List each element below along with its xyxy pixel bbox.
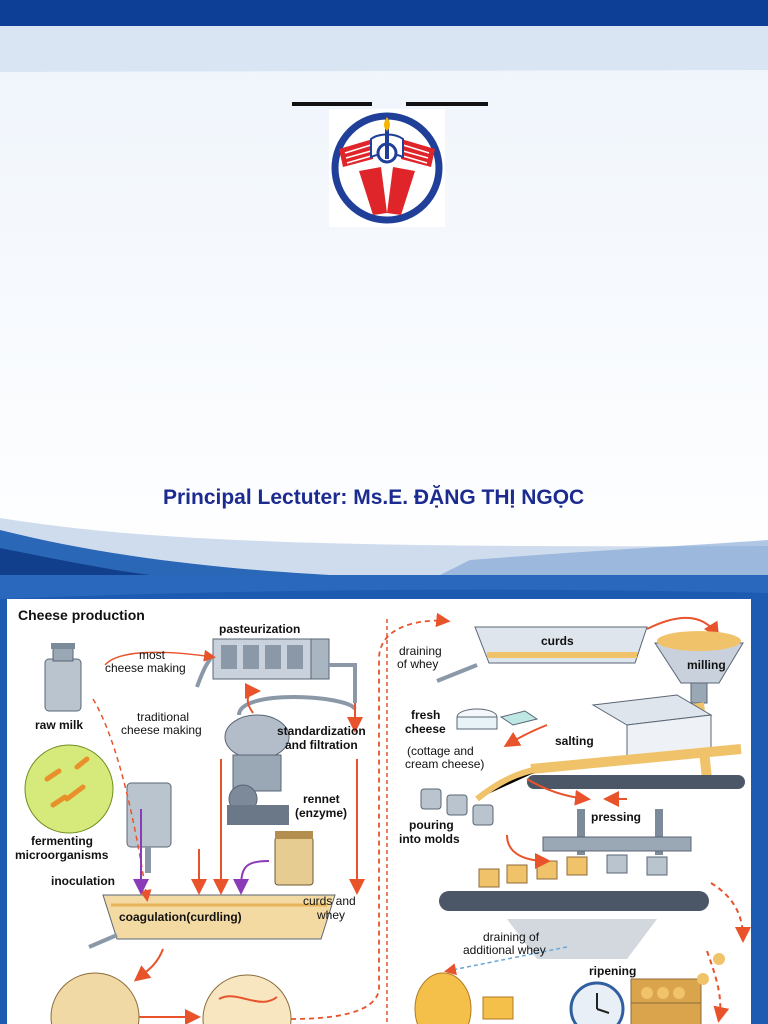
label-cottage-2: cream cheese) [405, 757, 485, 771]
label-rennet-1: rennet [303, 792, 340, 806]
label-fresh-cheese-2: cheese [405, 722, 446, 736]
label-standardization-2: and filtration [285, 738, 358, 752]
cheese-production-diagram: Cheese production [7, 599, 751, 1024]
university-logo [329, 109, 445, 227]
slide-background-swoosh [0, 26, 768, 575]
label-pouring-2: into molds [399, 832, 460, 846]
label-milling: milling [687, 658, 726, 672]
label-pressing: pressing [591, 810, 642, 824]
curds-tray-icon [474, 626, 648, 664]
coagulation-vat-icon [88, 894, 336, 949]
cheese-press-icon [439, 809, 709, 959]
label-additional-whey-1: draining of [483, 930, 540, 944]
ripening-shelf-icon [630, 978, 702, 1024]
label-raw-milk: raw milk [35, 718, 84, 732]
title-underline-left [292, 102, 372, 106]
label-curds-and-whey-2: whey [317, 908, 346, 922]
label-additional-whey-2: additional whey [463, 943, 546, 957]
fresh-cheese-icon [456, 708, 539, 730]
inoculation-tank-icon [126, 782, 172, 873]
title-underline-right [406, 102, 488, 106]
microorganisms-bubble-icon [24, 744, 114, 834]
mold-cups-icon [420, 764, 548, 826]
label-pasteurization: pasteurization [219, 622, 301, 636]
title-slide: Principal Lectuter: Ms.E. ĐẶNG THỊ NGỌC [0, 0, 768, 575]
rennet-jar-icon [274, 831, 314, 886]
label-fresh-cheese-1: fresh [411, 708, 441, 722]
label-draining-whey-2: of whey [397, 657, 439, 671]
university-emblem-icon [331, 112, 443, 224]
diagram-title: Cheese production [18, 607, 145, 623]
label-fermenting-2: microorganisms [15, 848, 109, 862]
label-traditional-1: traditional [137, 710, 190, 724]
label-pouring-1: pouring [409, 818, 454, 832]
label-most-cheese-making-1: most [139, 648, 166, 662]
ripening-clock-icon [569, 981, 625, 1024]
label-rennet-2: (enzyme) [295, 806, 348, 820]
salting-conveyor-icon [527, 694, 745, 789]
slide2-background-swoosh [0, 575, 768, 599]
milk-can-icon [44, 643, 82, 712]
label-traditional-2: cheese making [121, 723, 202, 737]
label-ripening: ripening [589, 964, 637, 978]
label-curds: curds [541, 634, 574, 648]
label-fermenting-1: fermenting [31, 834, 94, 848]
label-curds-and-whey-1: curds and [303, 894, 356, 908]
label-inoculation: inoculation [51, 874, 115, 888]
label-most-cheese-making-2: cheese making [105, 661, 186, 675]
label-draining-whey-1: draining [399, 644, 442, 658]
centrifuge-separator-icon [224, 714, 290, 825]
cheese-wheel-icon [414, 972, 514, 1024]
lecturer-name: Principal Lectuter: Ms.E. ĐẶNG THỊ NGỌC [163, 486, 585, 509]
label-cottage-1: (cottage and [407, 744, 474, 758]
label-coagulation: coagulation(curdling) [119, 910, 242, 924]
cheese-production-slide: Cheese production [0, 575, 768, 1024]
label-standardization-1: standardization [277, 724, 366, 738]
label-salting: salting [555, 734, 594, 748]
pasteurizer-icon [212, 638, 330, 680]
process-illustration [24, 612, 751, 1024]
slide-header-bar [0, 0, 768, 26]
